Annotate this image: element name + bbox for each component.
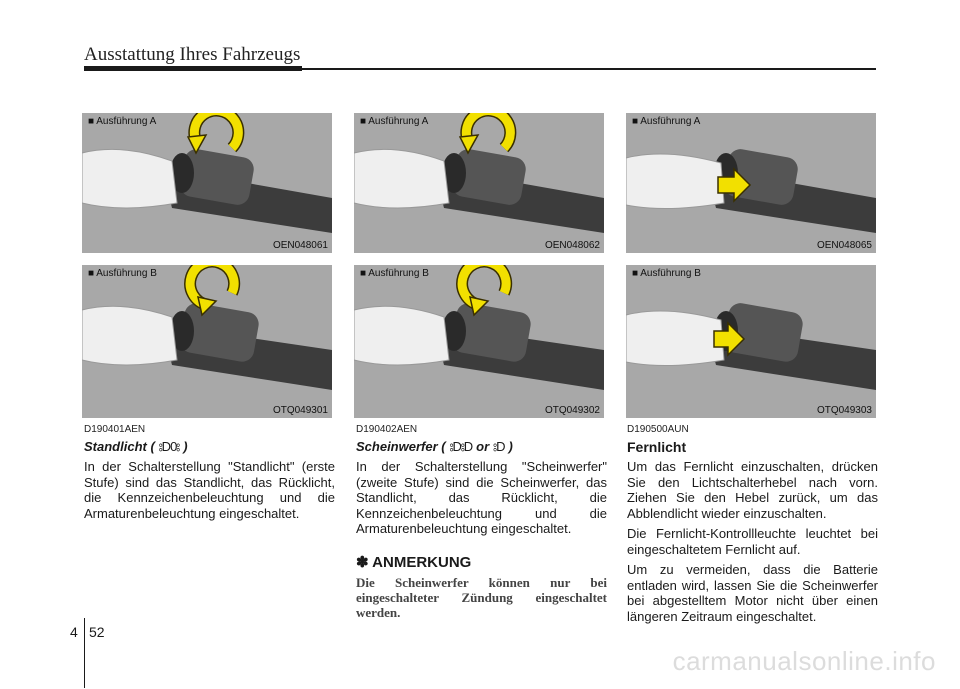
light-switch-illustration bbox=[82, 113, 332, 233]
light-switch-illustration bbox=[82, 265, 332, 390]
figure-panel: ■ Ausführung B OTQ049302 bbox=[354, 265, 604, 418]
section-heading: Standlicht (⦂D0⦂) bbox=[84, 439, 335, 455]
header-rule bbox=[84, 66, 302, 71]
figure-code: OEN048065 bbox=[816, 240, 872, 251]
light-switch-illustration bbox=[354, 265, 604, 390]
section-paragraph: Um das Fernlicht einzuschalten, drücken … bbox=[627, 459, 878, 521]
parking-light-icon: ⦂D0⦂ bbox=[158, 439, 180, 454]
section-body: In der Schalterstellung "Scheinwerfer" (… bbox=[356, 459, 607, 536]
note-body: Die Scheinwerfer können nur bei eingesch… bbox=[356, 574, 607, 620]
section-paragraph: Um zu vermeiden, dass die Batterie entla… bbox=[627, 562, 878, 624]
page-number: 52 bbox=[89, 624, 105, 640]
header-title: Ausstattung Ihres Fahrzeugs bbox=[84, 44, 301, 65]
figure-variant-label: ■ Ausführung B bbox=[632, 268, 701, 279]
section-body: In der Schalterstellung "Standlicht" (er… bbox=[84, 459, 335, 521]
heading-text: Scheinwerfer ( bbox=[356, 439, 446, 454]
figure-code: OEN048062 bbox=[544, 240, 600, 251]
heading-text: Standlicht ( bbox=[84, 439, 155, 454]
section-id: D190401AEN bbox=[84, 424, 146, 435]
header-rule-thin bbox=[302, 68, 876, 70]
section-id: D190402AEN bbox=[356, 424, 418, 435]
heading-text-end: ) bbox=[183, 439, 188, 454]
figure-panel: ■ Ausführung B OTQ049303 bbox=[626, 265, 876, 418]
section-fernlicht: D190500AUN Fernlicht Um das Fernlicht ei… bbox=[627, 424, 878, 629]
light-switch-illustration bbox=[626, 303, 876, 390]
section-standlicht: D190401AEN Standlicht (⦂D0⦂) In der Scha… bbox=[84, 424, 335, 526]
figure-variant-label: ■ Ausführung A bbox=[632, 116, 701, 127]
chapter-number: 4 bbox=[70, 624, 78, 640]
figure-code: OTQ049303 bbox=[816, 405, 872, 416]
section-paragraph: Die Fernlicht-Kontrollleuchte leuchtet b… bbox=[627, 526, 878, 557]
figure-variant-label: ■ Ausführung B bbox=[88, 268, 157, 279]
headlight-icon: ⦂D⦂D bbox=[449, 439, 474, 454]
heading-text-end: ) bbox=[508, 439, 513, 454]
figure-variant-label: ■ Ausführung A bbox=[88, 116, 157, 127]
note-heading: ✽ ANMERKUNG bbox=[356, 553, 472, 571]
figure-variant-label: ■ Ausführung A bbox=[360, 116, 429, 127]
heading-connector: or bbox=[476, 439, 490, 454]
figure-code: OTQ049301 bbox=[272, 405, 328, 416]
figure-code: OEN048061 bbox=[272, 240, 328, 251]
low-beam-icon: ⦂D bbox=[493, 439, 505, 454]
watermark: carmanualsonline.info bbox=[672, 646, 936, 676]
figure-panel: ■ Ausführung A OEN048065 bbox=[626, 113, 876, 253]
figure-code: OTQ049302 bbox=[544, 405, 600, 416]
section-id: D190500AUN bbox=[627, 424, 689, 435]
light-switch-illustration bbox=[354, 113, 604, 233]
light-switch-illustration bbox=[626, 149, 876, 233]
section-heading: Fernlicht bbox=[627, 439, 687, 455]
figure-panel: ■ Ausführung A OEN048061 bbox=[82, 113, 332, 253]
figure-variant-label: ■ Ausführung B bbox=[360, 268, 429, 279]
footer-rule bbox=[84, 618, 85, 688]
figure-panel: ■ Ausführung A OEN048062 bbox=[354, 113, 604, 253]
figure-panel: ■ Ausführung B OTQ049301 bbox=[82, 265, 332, 418]
